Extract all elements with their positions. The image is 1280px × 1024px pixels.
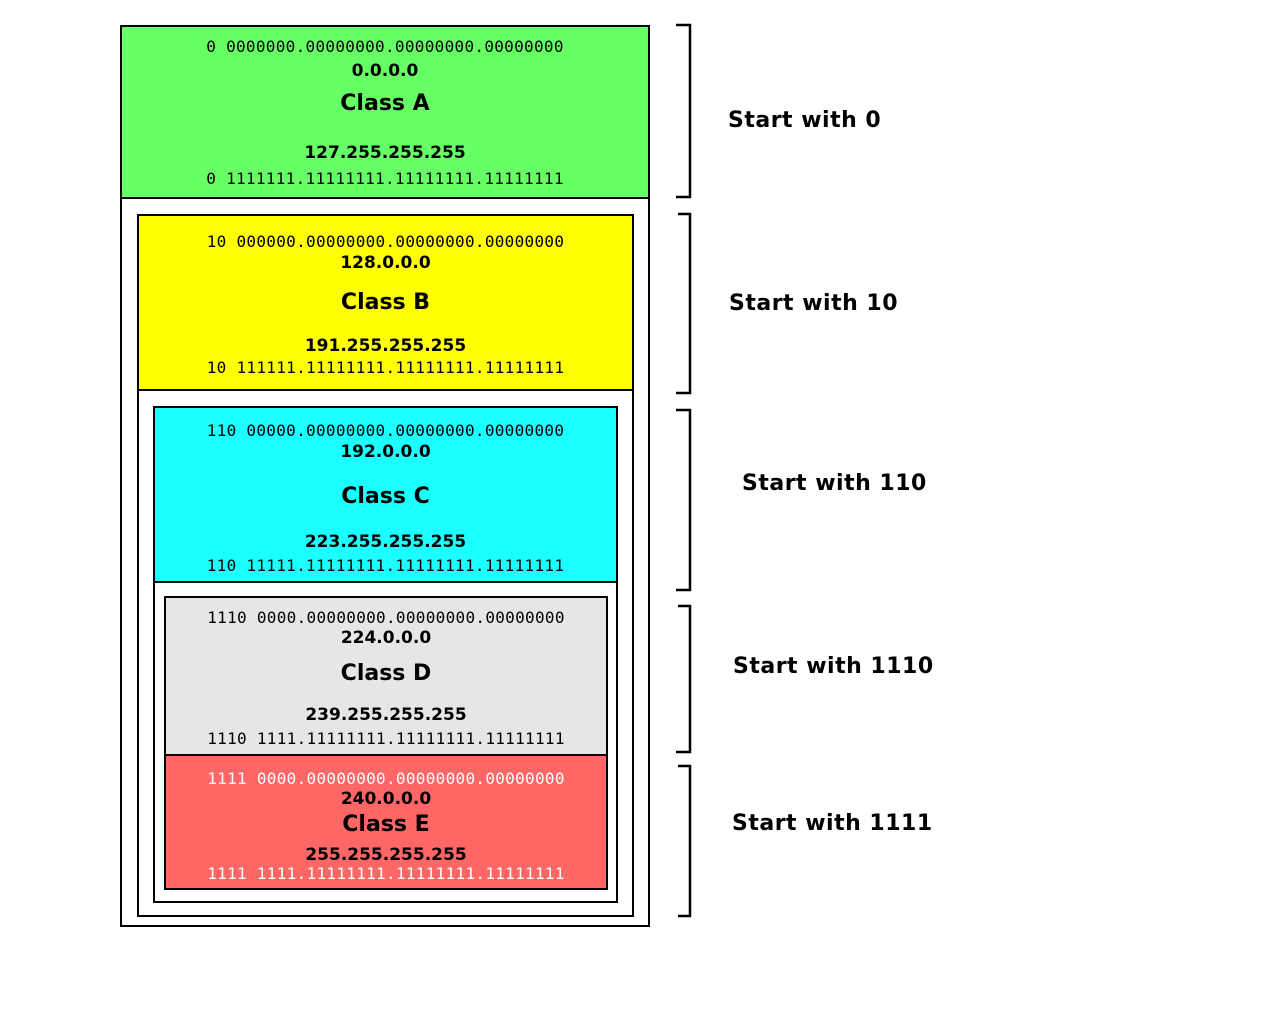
prefix-label-class-e: Start with 1111 [732, 811, 933, 836]
class-a-name: Class A [340, 91, 430, 116]
class-a-start-address: 0.0.0.0 [351, 61, 419, 81]
prefix-label-class-b: Start with 10 [729, 291, 899, 316]
class-a-end-address: 127.255.255.255 [304, 143, 466, 163]
class-d-start-binary: 1110 0000.00000000.00000000.00000000 [207, 608, 565, 627]
class-e-name: Class E [342, 812, 430, 837]
class-e-end-address: 255.255.255.255 [305, 845, 467, 865]
class-a-box: 0 0000000.00000000.00000000.00000000 0.0… [120, 25, 650, 199]
class-c-start-binary: 110 00000.00000000.00000000.00000000 [206, 421, 565, 440]
bracket-class-d [676, 604, 692, 754]
class-c-box: 110 00000.00000000.00000000.00000000 192… [153, 406, 618, 583]
class-b-box: 10 000000.00000000.00000000.00000000 128… [137, 214, 634, 391]
bracket-class-b [676, 212, 692, 395]
class-d-name: Class D [340, 661, 432, 686]
bracket-class-a [676, 23, 692, 199]
class-e-start-binary: 1111 0000.00000000.00000000.00000000 [207, 769, 565, 788]
prefix-label-class-d: Start with 1110 [733, 654, 934, 679]
class-c-name: Class C [341, 484, 430, 509]
prefix-label-class-c: Start with 110 [742, 471, 927, 496]
class-b-end-address: 191.255.255.255 [304, 336, 467, 356]
prefix-label-class-a: Start with 0 [728, 108, 882, 133]
class-a-end-binary: 0 1111111.11111111.11111111.11111111 [206, 169, 564, 188]
class-c-end-address: 223.255.255.255 [304, 532, 467, 552]
class-d-start-address: 224.0.0.0 [340, 628, 432, 648]
class-b-end-binary: 10 111111.11111111.11111111.11111111 [206, 358, 565, 377]
bracket-class-e [678, 764, 692, 918]
class-d-end-address: 239.255.255.255 [305, 705, 467, 725]
class-d-end-binary: 1110 1111.11111111.11111111.11111111 [207, 729, 565, 748]
class-b-start-binary: 10 000000.00000000.00000000.00000000 [206, 232, 565, 251]
class-e-start-address: 240.0.0.0 [340, 789, 432, 809]
class-a-start-binary: 0 0000000.00000000.00000000.00000000 [206, 37, 564, 56]
class-b-start-address: 128.0.0.0 [340, 253, 431, 273]
bracket-class-c [676, 408, 692, 592]
class-c-start-address: 192.0.0.0 [340, 442, 431, 462]
class-d-box: 1110 0000.00000000.00000000.00000000 224… [164, 596, 608, 756]
class-c-end-binary: 110 11111.11111111.11111111.11111111 [206, 556, 565, 575]
class-b-name: Class B [340, 290, 431, 315]
class-e-box: 1111 0000.00000000.00000000.00000000 240… [164, 754, 608, 890]
class-e-end-binary: 1111 1111.11111111.11111111.11111111 [207, 864, 565, 883]
